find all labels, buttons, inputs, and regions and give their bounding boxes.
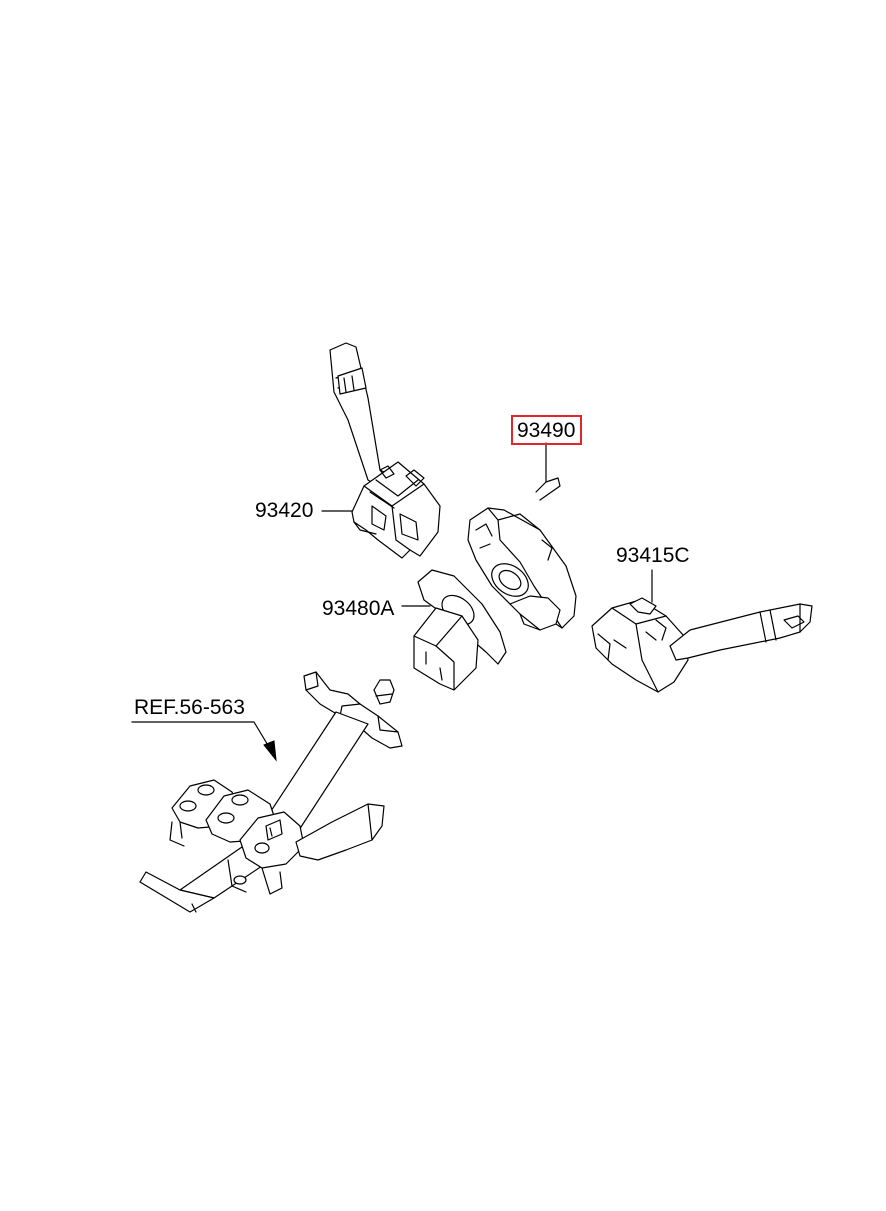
callout-ref-56-563[interactable]: REF.56-563: [134, 696, 245, 719]
callout-93415c[interactable]: 93415C: [616, 544, 690, 567]
callout-93480a[interactable]: 93480A: [322, 597, 395, 620]
callout-93420[interactable]: 93420: [255, 499, 314, 522]
callout-93490-highlighted[interactable]: 93490: [511, 415, 583, 445]
left-switch-assembly[interactable]: [329, 342, 441, 559]
leader-ref-arrowhead: [263, 740, 277, 762]
leader-ref: [131, 721, 273, 753]
right-switch-assembly[interactable]: [591, 597, 813, 693]
clock-spring-assembly[interactable]: [467, 469, 577, 631]
steering-column-assembly[interactable]: [139, 671, 403, 913]
body-switch-assembly[interactable]: [413, 569, 507, 691]
